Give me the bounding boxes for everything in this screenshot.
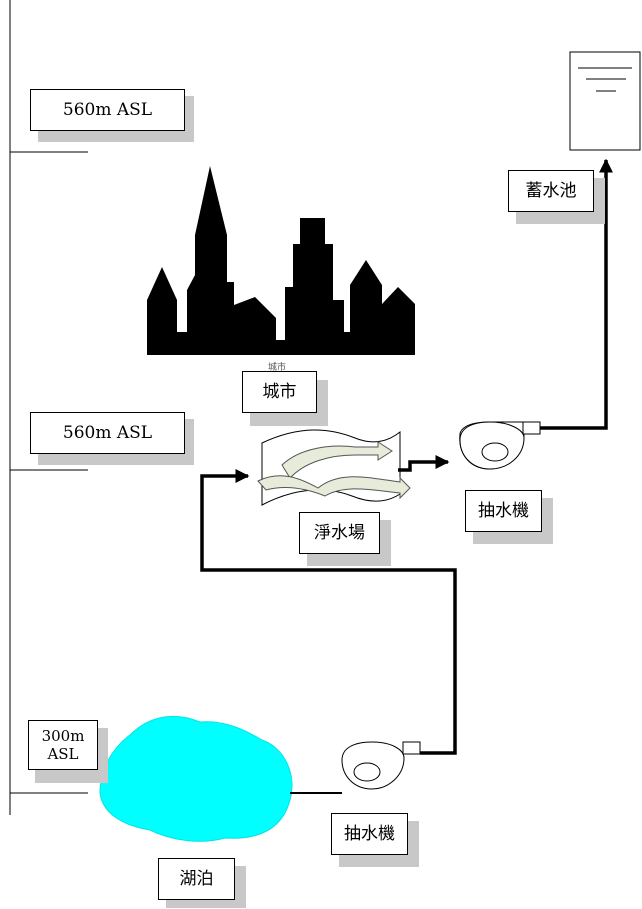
city-skyline (147, 166, 415, 355)
city-caption: 城市 (268, 363, 287, 373)
level-label-middle: 560m ASL (30, 412, 185, 454)
lake-label: 湖泊 (158, 858, 235, 900)
pipe-pump-to-reservoir (540, 158, 613, 430)
pump-lower-label: 抽水機 (331, 813, 408, 855)
pump-upper-label: 抽水機 (465, 490, 542, 532)
pipe-plant-to-pump (398, 455, 450, 472)
pipe-pump-to-plant (200, 469, 457, 755)
lake-shape (99, 715, 293, 842)
level-label-top: 560m ASL (30, 89, 185, 131)
reservoir-label: 蓄水池 (508, 170, 594, 212)
pump-upper-icon (459, 421, 541, 470)
city-label: 城市 (242, 371, 317, 413)
pump-lower-icon (341, 741, 421, 790)
level-label-bottom: 300m ASL (28, 720, 98, 770)
treatment-plant-label: 淨水場 (299, 512, 380, 554)
reservoir-tank (569, 51, 641, 151)
treatment-plant-icon (257, 429, 411, 506)
